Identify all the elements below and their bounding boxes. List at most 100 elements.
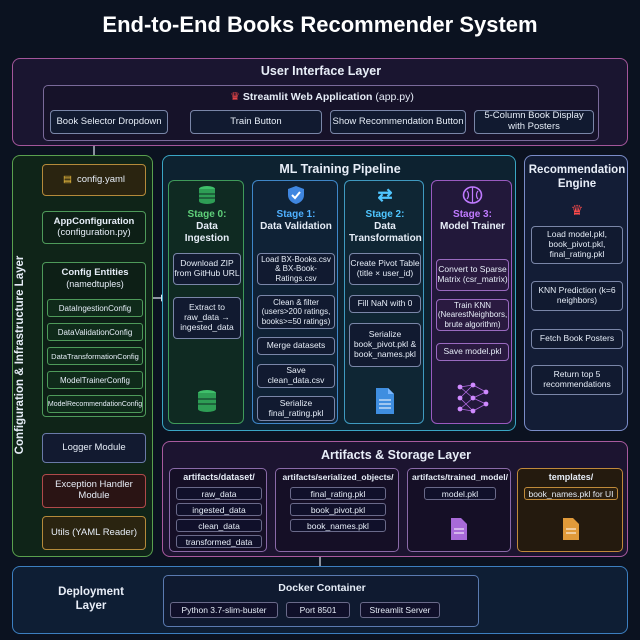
stage-3-column: Stage 3: Model Trainer Convert to Sparse…: [431, 180, 512, 424]
database-bottom-icon: [196, 389, 218, 413]
artifact-final-rating: final_rating.pkl: [290, 487, 386, 500]
entity-data-transformation: DataTransformationConfig: [47, 347, 143, 365]
artifact-book-pivot: book_pivot.pkl: [290, 503, 386, 516]
utils-box: Utils (YAML Reader): [42, 516, 146, 550]
stage-3-name: Model Trainer: [439, 221, 505, 232]
step-download-zip: Download ZIP from GitHub URL: [173, 253, 241, 285]
artifact-trained-model-name: artifacts/trained_model/: [412, 472, 508, 482]
config-entities-box: Config Entities (namedtuples) DataIngest…: [42, 262, 146, 417]
exception-handler-box: Exception Handler Module: [42, 474, 146, 508]
config-layer-panel: Configuration & Infrastructure Layer ▤ c…: [12, 155, 153, 557]
entity-data-validation: DataValidationConfig: [47, 323, 143, 341]
streamlit-crown-icon-2: ♛: [570, 202, 584, 218]
artifact-transformed-data: transformed_data: [176, 535, 262, 548]
book-selector-dropdown[interactable]: Book Selector Dropdown: [50, 110, 168, 134]
entity-model-trainer: ModelTrainerConfig: [47, 371, 143, 389]
shuffle-icon: ⇄: [377, 185, 393, 205]
file-icon: ▤: [62, 173, 72, 185]
entity-model-recommendation: ModelRecommendationConfig: [47, 395, 143, 413]
database-icon: [196, 185, 218, 205]
stage-0-label: Stage 0:: [187, 209, 227, 220]
artifact-ingested-data: ingested_data: [176, 503, 262, 516]
artifacts-layer-title: Artifacts & Storage Layer: [320, 448, 472, 462]
streamlit-app-header: ♛ Streamlit Web Application (app.py): [44, 90, 600, 103]
step-pivot-table: Create Pivot Table (title × user_id): [349, 253, 421, 285]
app-configuration-box: AppConfiguration (configuration.py): [42, 211, 146, 244]
train-button[interactable]: Train Button: [190, 110, 322, 134]
stage-0-name: Data Ingestion: [184, 221, 230, 244]
recommendation-engine-title: Recommendation Engine: [528, 164, 626, 190]
step-serialize-final: Serialize final_rating.pkl: [257, 396, 335, 421]
step-load-model: Load model.pkl, book_pivot.pkl, final_ra…: [531, 226, 623, 264]
artifact-serialized-group: artifacts/serialized_objects/ final_rati…: [275, 468, 399, 552]
stage-1-label: Stage 1:: [276, 209, 316, 220]
artifact-book-names: book_names.pkl: [290, 519, 386, 532]
recommendation-engine-panel: Recommendation Engine ♛ Load model.pkl, …: [524, 155, 628, 431]
port-chip: Port 8501: [286, 602, 350, 618]
templates-group: templates/ book_names.pkl for UI: [517, 468, 623, 552]
step-extract: Extract to raw_data → ingested_data: [173, 297, 241, 339]
streamlit-app-file: (app.py): [375, 91, 414, 103]
document-icon: [374, 387, 396, 415]
templates-book-names: book_names.pkl for UI: [524, 487, 618, 500]
artifact-serialized-name: artifacts/serialized_objects/: [282, 472, 394, 482]
app-configuration-label: AppConfiguration: [53, 215, 135, 227]
config-yaml-box: ▤ config.yaml: [42, 164, 146, 196]
stage-2-name: Data Transformation: [349, 221, 422, 244]
docker-container-label: Docker Container: [278, 582, 366, 594]
templates-name: templates/: [548, 472, 594, 482]
shield-check-icon: [286, 185, 306, 205]
step-load-csv: Load BX-Books.csv & BX-Book-Ratings.csv: [257, 253, 335, 285]
artifact-clean-data: clean_data: [176, 519, 262, 532]
artifact-dataset-group: artifacts/dataset/ raw_data ingested_dat…: [169, 468, 267, 552]
artifact-dataset-name: artifacts/dataset/: [183, 472, 255, 482]
show-recommendation-button[interactable]: Show Recommendation Button: [330, 110, 466, 134]
stage-0-column: Stage 0: Data Ingestion Download ZIP fro…: [168, 180, 244, 424]
file-orange-icon: [562, 517, 580, 541]
deployment-layer-panel: Deployment Layer Docker Container Python…: [12, 566, 628, 634]
logger-module-box: Logger Module: [42, 433, 146, 463]
file-purple-icon: [450, 517, 468, 541]
stage-2-label: Stage 2:: [365, 209, 405, 220]
artifacts-layer-panel: Artifacts & Storage Layer artifacts/data…: [162, 441, 628, 557]
step-serialize-pivot: Serialize book_pivot.pkl & book_names.pk…: [349, 323, 421, 367]
artifact-model-pkl: model.pkl: [424, 487, 496, 500]
artifact-raw-data: raw_data: [176, 487, 262, 500]
streamlit-server-chip: Streamlit Server: [360, 602, 440, 618]
step-train-knn: Train KNN (NearestNeighbors, brute algor…: [436, 299, 509, 331]
config-entities-sub: (namedtuples): [66, 279, 124, 289]
ml-pipeline-panel: ML Training Pipeline Stage 0: Data Inges…: [162, 155, 516, 431]
python-version-chip: Python 3.7-slim-buster: [170, 602, 278, 618]
docker-container-box: Docker Container Python 3.7-slim-buster …: [163, 575, 479, 627]
step-fetch-posters: Fetch Book Posters: [531, 329, 623, 349]
step-merge: Merge datasets: [257, 337, 335, 355]
artifact-trained-model-group: artifacts/trained_model/ model.pkl: [407, 468, 511, 552]
config-entities-title: Config Entities: [61, 267, 129, 278]
step-knn-prediction: KNN Prediction (k=6 neighbors): [531, 281, 623, 311]
streamlit-crown-icon: ♛: [230, 91, 240, 103]
app-configuration-file: (configuration.py): [57, 226, 131, 238]
book-display-grid: 5-Column Book Display with Posters: [474, 110, 594, 134]
step-clean-filter: Clean & filter (users>200 ratings, books…: [257, 295, 335, 329]
config-layer-title: Configuration & Infrastructure Layer: [14, 255, 26, 455]
step-sparse-matrix: Convert to Sparse Matrix (csr_matrix): [436, 259, 509, 291]
deployment-layer-title: Deployment Layer: [58, 586, 124, 613]
network-icon: [456, 381, 490, 415]
step-save-clean: Save clean_data.csv: [257, 364, 335, 388]
stage-2-column: ⇄ Stage 2: Data Transformation Create Pi…: [344, 180, 424, 424]
step-return-top5: Return top 5 recommendations: [531, 365, 623, 395]
step-save-model: Save model.pkl: [436, 343, 509, 361]
stage-1-name: Data Validation: [260, 221, 332, 232]
ui-layer-title: User Interface Layer: [260, 64, 382, 78]
ml-pipeline-title: ML Training Pipeline: [279, 162, 401, 176]
config-yaml-label: config.yaml: [76, 173, 126, 185]
ui-layer-panel: User Interface Layer ♛ Streamlit Web App…: [12, 58, 628, 146]
stage-1-column: Stage 1: Data Validation Load BX-Books.c…: [252, 180, 338, 424]
streamlit-app-box: ♛ Streamlit Web Application (app.py) Boo…: [43, 85, 599, 141]
stage-3-label: Stage 3:: [453, 209, 492, 220]
brain-icon: [462, 185, 483, 205]
streamlit-app-label: Streamlit Web Application: [242, 91, 373, 103]
step-fill-nan: Fill NaN with 0: [349, 295, 421, 313]
page-title: End-to-End Books Recommender System: [102, 12, 538, 37]
entity-data-ingestion: DataIngestionConfig: [47, 299, 143, 317]
